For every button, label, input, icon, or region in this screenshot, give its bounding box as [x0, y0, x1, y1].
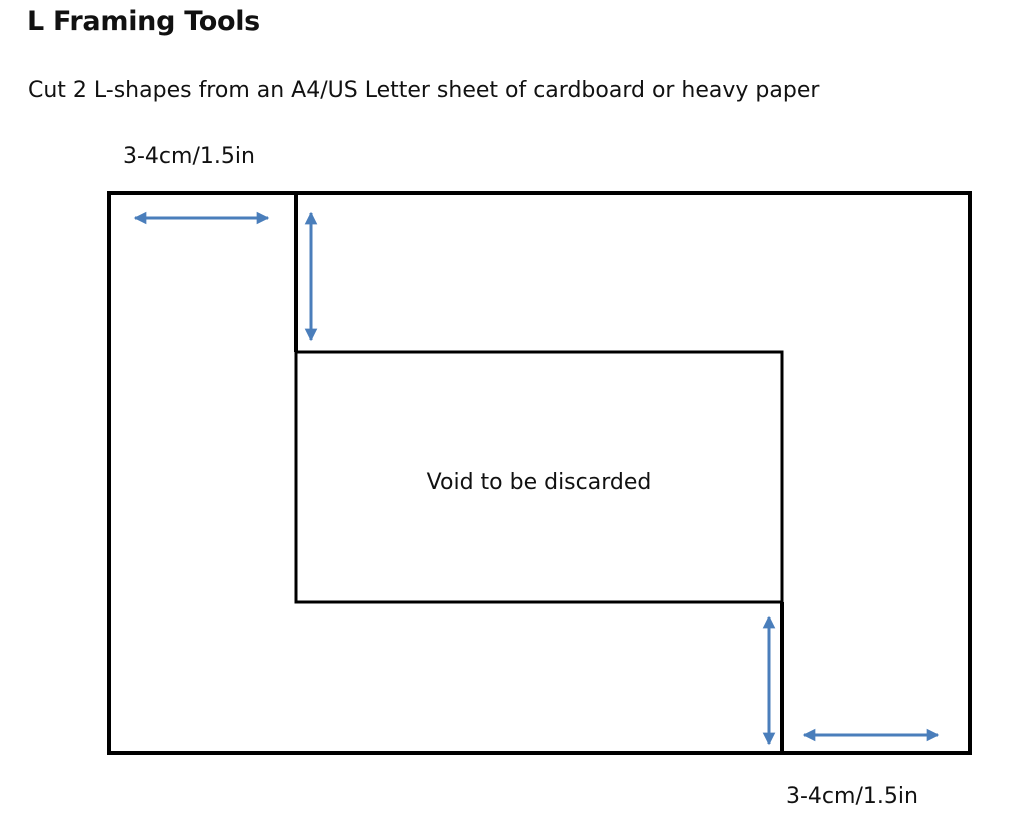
instructions-text: Cut 2 L-shapes from an A4/US Letter shee…: [28, 78, 820, 103]
dimension-label-top: 3-4cm/1.5in: [123, 144, 255, 169]
dimension-label-bottom: 3-4cm/1.5in: [786, 784, 918, 809]
void-rectangle: [294, 350, 784, 604]
page-title: L Framing Tools: [27, 6, 260, 37]
void-label: Void to be discarded: [426, 470, 652, 495]
sheet-outline: [107, 191, 972, 755]
